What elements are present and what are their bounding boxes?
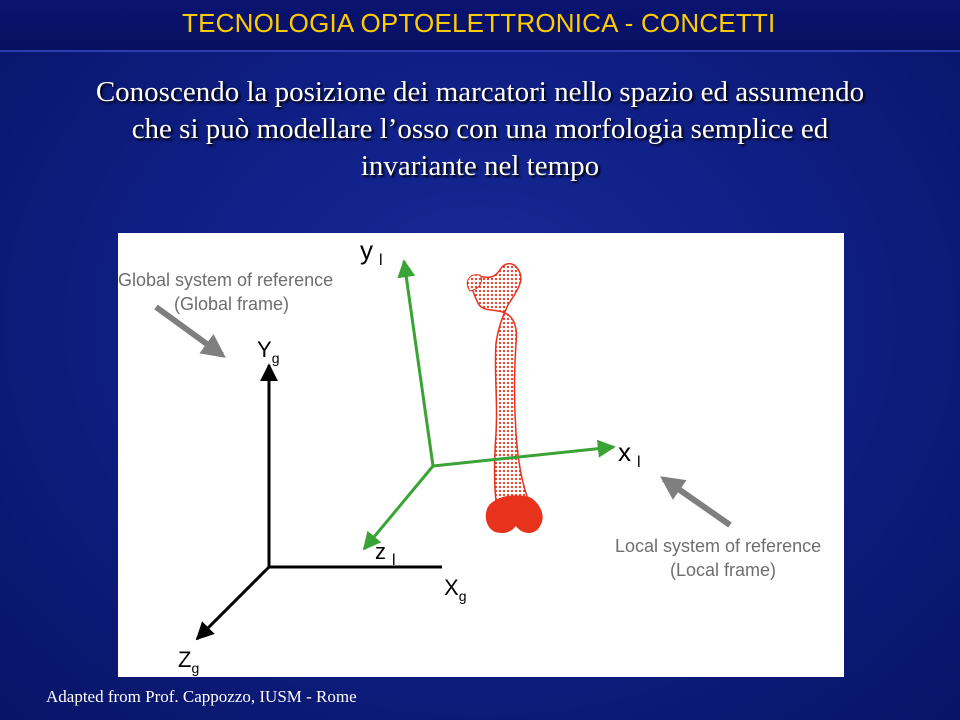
global-y-axis-sub: g <box>272 350 280 366</box>
local-x-axis-sub: l <box>637 454 641 471</box>
subtitle-line-1: Conoscendo la posizione dei marcatori ne… <box>95 76 865 108</box>
local-x-axis <box>432 439 616 468</box>
global-frame-label-line2: (Global frame) <box>174 294 289 314</box>
local-frame-pointer-arrow <box>660 476 732 528</box>
global-z-axis-sub: g <box>191 660 199 676</box>
source-credit: Adapted from Prof. Cappozzo, IUSM - Rome <box>46 687 357 706</box>
global-frame-pointer-arrow <box>154 304 226 358</box>
subtitle-line-2: che si può modellare l’osso con una morf… <box>131 113 829 145</box>
global-z-axis-label: Zg <box>178 647 199 676</box>
subtitle-line-3: invariante nel tempo <box>360 150 600 182</box>
local-y-axis <box>397 259 435 467</box>
header-bar: TECNOLOGIA OPTOELETTRONICA - CONCETTI <box>0 0 960 52</box>
global-frame-label-line1: Global system of reference <box>118 270 333 290</box>
local-z-axis-sub: l <box>392 552 396 569</box>
global-y-axis-label: Yg <box>257 337 279 366</box>
slide-subtitle: Conoscendo la posizione dei marcatori ne… <box>20 74 940 185</box>
slide-header-title: TECNOLOGIA OPTOELETTRONICA - CONCETTI <box>182 8 776 38</box>
reference-frames-diagram: Global system of reference (Global frame… <box>118 235 821 676</box>
local-z-axis <box>362 465 435 551</box>
femur-bone-mesh <box>466 262 543 534</box>
local-frame-label-line1: Local system of reference <box>615 536 821 556</box>
global-z-axis <box>195 565 271 641</box>
global-x-axis-sub: g <box>459 588 467 604</box>
local-frame-label-line2: (Local frame) <box>670 560 776 580</box>
reference-frames-figure: Global system of reference (Global frame… <box>118 233 844 677</box>
global-x-axis-label: Xg <box>444 575 466 604</box>
local-y-axis-sub: l <box>379 252 383 269</box>
